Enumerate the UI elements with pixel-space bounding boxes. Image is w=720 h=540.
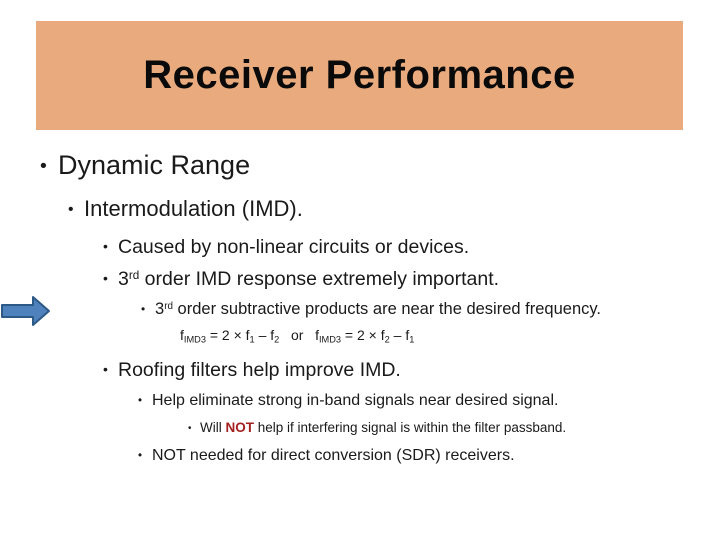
line-text: 3rd order subtractive products are near … bbox=[155, 300, 601, 318]
line-text: Roofing filters help improve IMD. bbox=[118, 359, 401, 381]
bullet-marker: • bbox=[103, 361, 108, 378]
bullet-marker: • bbox=[103, 270, 108, 287]
formula-line: fIMD3 = 2 × f1 – f2 or fIMD3 = 2 × f2 – … bbox=[180, 327, 414, 345]
line-text: NOT needed for direct conversion (SDR) r… bbox=[152, 447, 515, 464]
bullet-marker: • bbox=[103, 238, 108, 255]
bullet-marker: • bbox=[138, 449, 143, 462]
bullet-marker: • bbox=[40, 154, 47, 177]
line-text: Intermodulation (IMD). bbox=[84, 196, 303, 221]
highlight-arrow-icon bbox=[1, 296, 50, 326]
line-text: 3rd order IMD response extremely importa… bbox=[118, 268, 500, 290]
bullet-line: • Intermodulation (IMD). bbox=[68, 196, 303, 221]
bullet-line: • 3rd order subtractive products are near… bbox=[141, 300, 601, 319]
bullet-line: • Dynamic Range bbox=[40, 150, 250, 181]
bullet-marker: • bbox=[68, 201, 74, 219]
line-text: Will NOT help if interfering signal is w… bbox=[200, 420, 567, 435]
bullet-marker: • bbox=[141, 301, 146, 316]
slide-title: Receiver Performance bbox=[143, 53, 576, 97]
line-text: Dynamic Range bbox=[58, 150, 251, 180]
bullet-line: • NOT needed for direct conversion (SDR) … bbox=[138, 447, 515, 465]
bullet-line: • Caused by non-linear circuits or device… bbox=[103, 236, 469, 258]
line-text: fIMD3 = 2 × f1 – f2 or fIMD3 = 2 × f2 – … bbox=[180, 327, 415, 345]
title-banner: Receiver Performance bbox=[36, 21, 683, 130]
line-text: Caused by non-linear circuits or devices… bbox=[118, 236, 470, 258]
bullet-line: • Help eliminate strong in-band signals n… bbox=[138, 392, 558, 410]
bullet-line: • Will NOT help if interfering signal is … bbox=[188, 420, 566, 436]
bullet-marker: • bbox=[188, 422, 192, 434]
bullet-line: • 3rd order IMD response extremely import… bbox=[103, 268, 499, 290]
bullet-marker: • bbox=[138, 394, 143, 407]
line-text: Help eliminate strong in-band signals ne… bbox=[152, 392, 559, 409]
bullet-line: • Roofing filters help improve IMD. bbox=[103, 359, 401, 381]
